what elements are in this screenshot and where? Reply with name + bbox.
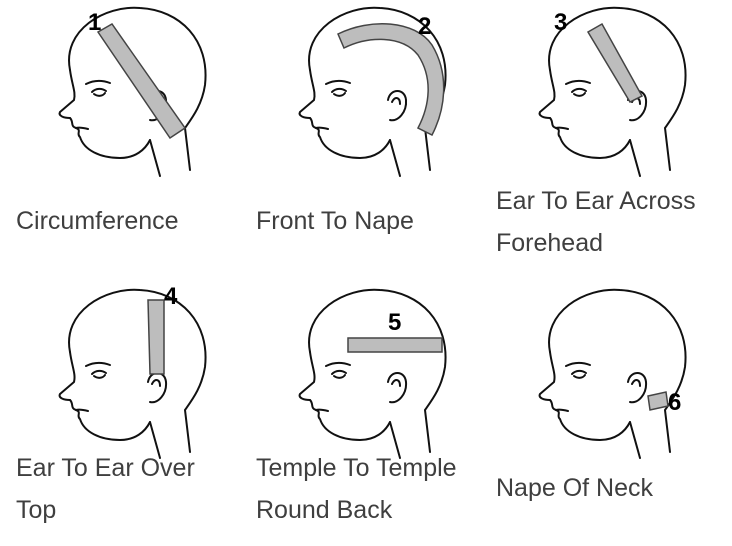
head-figure-4: 4 [0, 282, 230, 462]
svg-text:4: 4 [164, 283, 178, 310]
svg-text:3: 3 [554, 9, 567, 36]
caption-circumference: Circumference [16, 207, 179, 235]
head-figure-6: 6 [480, 282, 710, 462]
caption-ear-to-ear-forehead: Ear To Ear Across Forehead [496, 187, 696, 257]
svg-text:1: 1 [88, 9, 101, 36]
caption-temple-to-temple: Temple To Temple Round Back [256, 454, 457, 524]
head-figure-5: 5 [240, 282, 470, 462]
svg-text:5: 5 [388, 309, 401, 336]
svg-text:6: 6 [668, 389, 681, 416]
head-figure-1: 1 [0, 0, 230, 180]
head-figure-3: 3 [480, 0, 710, 180]
head-figure-2: 2 [240, 0, 470, 180]
caption-front-to-nape: Front To Nape [256, 207, 414, 235]
caption-ear-to-ear-over-top: Ear To Ear Over Top [16, 454, 195, 524]
caption-nape-of-neck: Nape Of Neck [496, 474, 654, 502]
svg-text:2: 2 [418, 13, 431, 40]
